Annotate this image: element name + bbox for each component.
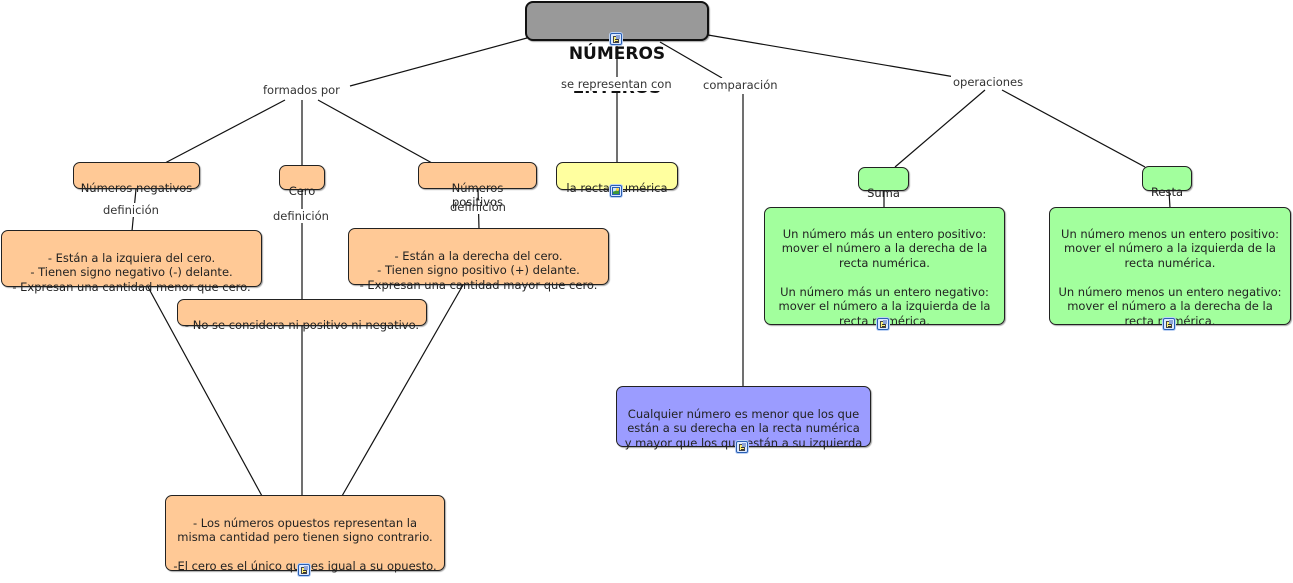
concept-definicion-positivos[interactable]: - Están a la derecha del cero. - Tienen …: [348, 228, 609, 292]
link-label-definicion-negativos: definición: [101, 203, 161, 217]
concept-label: Un número menos un entero positivo: move…: [1058, 226, 1282, 328]
concept-label: Resta: [1150, 184, 1184, 199]
concept-label: Cero: [288, 183, 316, 198]
concept-numeros-negativos[interactable]: Números negativos: [73, 162, 200, 195]
document-icon[interactable]: [877, 318, 889, 330]
link-resta-texto: [1168, 190, 1171, 209]
link-root-comparacion: [659, 41, 723, 79]
concept-label: - No se considera ni positivo ni negativ…: [184, 317, 420, 332]
document-icon[interactable]: [610, 33, 622, 45]
concept-label: Números negativos: [80, 180, 193, 195]
link-operaciones-resta: [1001, 89, 1146, 168]
document-icon[interactable]: [298, 564, 310, 576]
concept-label: Cualquier número es menor que los que es…: [624, 406, 863, 450]
concept-suma[interactable]: Suma: [858, 167, 909, 200]
document-icon[interactable]: [736, 441, 748, 453]
concept-cero[interactable]: Cero: [279, 165, 325, 198]
link-root-operaciones: [707, 34, 956, 78]
concept-resta[interactable]: Resta: [1142, 166, 1192, 199]
concept-comparacion-texto[interactable]: Cualquier número es menor que los que es…: [616, 386, 871, 450]
link-defneg-opuestos: [147, 286, 263, 497]
link-root-formados: [349, 37, 528, 87]
link-label-operaciones: operaciones: [951, 75, 1026, 89]
concept-resta-texto[interactable]: Un número menos un entero positivo: move…: [1049, 207, 1291, 328]
concept-label: Un número más un entero positivo: mover …: [778, 226, 991, 328]
concept-definicion-cero[interactable]: - No se considera ni positivo ni negativ…: [177, 299, 427, 332]
link-formados-negativos: [164, 99, 286, 164]
link-operaciones-suma: [894, 89, 986, 168]
concept-definicion-negativos[interactable]: - Están a la izquiera del cero. - Tienen…: [1, 230, 262, 294]
link-label-definicion-positivos: definición: [448, 200, 508, 214]
link-formados-positivos: [317, 99, 433, 164]
concept-numeros-positivos[interactable]: Números positivos: [418, 162, 537, 209]
link-defpos-opuestos: [341, 284, 464, 497]
link-label-se-representan-con: se representan con: [559, 77, 674, 91]
concept-numeros-opuestos[interactable]: - Los números opuestos representan la mi…: [165, 495, 445, 574]
concept-label: Números positivos: [451, 180, 504, 210]
link-label-definicion-cero: definición: [271, 209, 331, 223]
concept-label: Suma: [867, 185, 900, 200]
concept-label: la recta numérica: [566, 180, 668, 195]
document-icon[interactable]: [1163, 318, 1175, 330]
concept-suma-texto[interactable]: Un número más un entero positivo: mover …: [764, 207, 1005, 328]
image-icon[interactable]: [610, 185, 622, 197]
concept-label: - Los números opuestos representan la mi…: [173, 515, 437, 574]
concept-label: - Están a la derecha del cero. - Tienen …: [359, 248, 598, 292]
link-label-comparacion: comparación: [701, 78, 780, 92]
concept-recta-numerica[interactable]: la recta numérica: [556, 162, 678, 195]
link-label-formados-por: formados por: [261, 83, 342, 97]
concept-label: - Están a la izquiera del cero. - Tienen…: [12, 250, 251, 294]
